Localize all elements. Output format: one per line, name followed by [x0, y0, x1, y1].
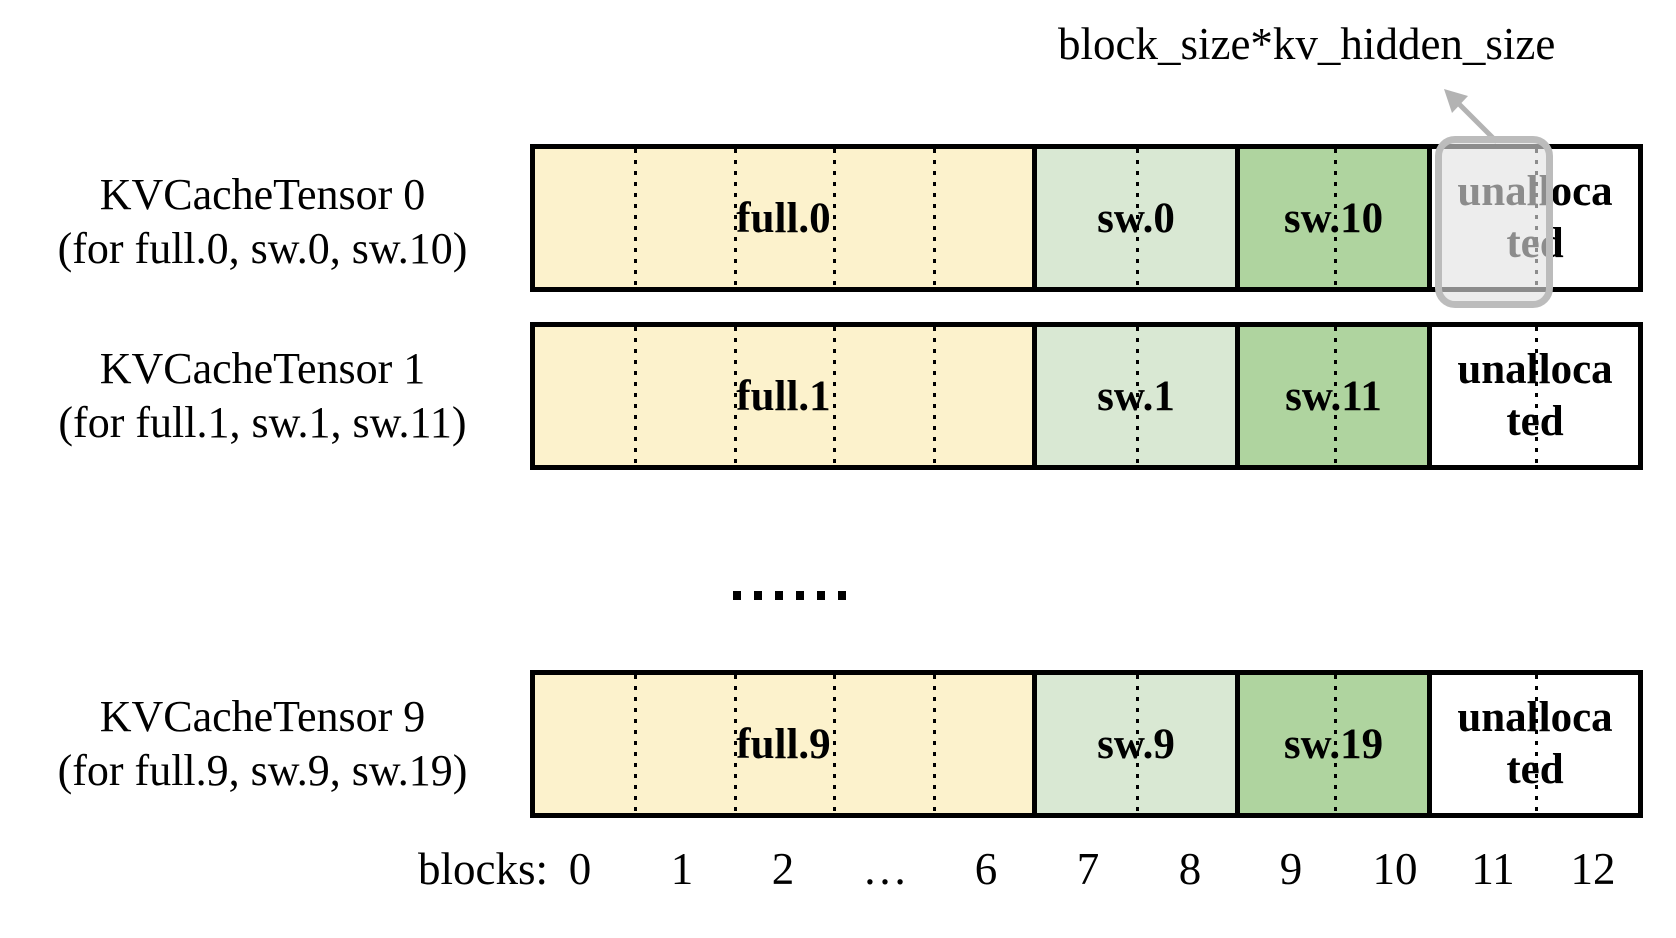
block-divider — [733, 675, 737, 813]
axis-tick-11: 11 — [1471, 844, 1515, 894]
segment-full-9: full.9 — [535, 675, 1032, 813]
segment-label: sw.10 — [1283, 194, 1384, 242]
block-divider — [1136, 149, 1139, 287]
block-divider — [833, 675, 837, 813]
tensor-1-subtitle: (for full.1, sw.1, sw.11) — [58, 398, 467, 447]
block-divider — [634, 675, 638, 813]
segment-sw-0: sw.0 — [1037, 149, 1235, 287]
block-divider — [833, 149, 837, 287]
axis-tick-8: 8 — [1178, 844, 1202, 894]
rows-ellipsis — [733, 591, 846, 600]
segment-label: full.9 — [736, 720, 831, 768]
segment-label: sw.11 — [1285, 372, 1382, 420]
axis-tick-ellipsis: … — [862, 844, 908, 894]
segment-label: sw.1 — [1097, 372, 1175, 420]
tensor-1-title: KVCacheTensor 1 — [99, 344, 426, 393]
segment-full-1: full.1 — [535, 327, 1032, 465]
tensor-9-title: KVCacheTensor 9 — [99, 692, 426, 741]
axis-tick-12: 12 — [1570, 844, 1616, 894]
unallocated-label: unalloca ted — [1457, 694, 1613, 793]
block-divider — [634, 149, 638, 287]
annotation-block-size: block_size*kv_hidden_size — [1058, 19, 1556, 69]
axis-tick-2: 2 — [771, 844, 795, 894]
row-label-tensor-0: KVCacheTensor 0 (for full.0, sw.0, sw.10… — [10, 168, 515, 276]
block-divider — [1333, 149, 1337, 287]
segment-unallocated-9: unalloca ted — [1432, 675, 1638, 813]
axis-tick-9: 9 — [1279, 844, 1303, 894]
block-divider — [1333, 675, 1337, 813]
axis-tick-10: 10 — [1372, 844, 1418, 894]
segment-sw-11: sw.11 — [1240, 327, 1427, 465]
block-divider — [1535, 327, 1538, 465]
row-label-tensor-1: KVCacheTensor 1 (for full.1, sw.1, sw.11… — [10, 342, 515, 450]
segment-label: full.0 — [736, 194, 831, 242]
block-divider — [1136, 675, 1139, 813]
segment-sw-1: sw.1 — [1037, 327, 1235, 465]
axis-tick-7: 7 — [1076, 844, 1100, 894]
tensor-bar-9: full.9 sw.9 sw.19 unalloca ted — [530, 670, 1643, 818]
tensor-0-title: KVCacheTensor 0 — [99, 170, 426, 219]
segment-full-0: full.0 — [535, 149, 1032, 287]
segment-sw-19: sw.19 — [1240, 675, 1427, 813]
block-divider — [932, 327, 936, 465]
block-divider — [932, 149, 936, 287]
block-divider — [1136, 327, 1139, 465]
block-divider — [932, 675, 936, 813]
block-divider — [733, 327, 737, 465]
row-label-tensor-9: KVCacheTensor 9 (for full.9, sw.9, sw.19… — [10, 690, 515, 798]
axis-tick-0: 0 — [568, 844, 592, 894]
unallocated-label: unalloca ted — [1457, 346, 1613, 445]
block-divider — [634, 327, 638, 465]
segment-sw-9: sw.9 — [1037, 675, 1235, 813]
segment-label: sw.0 — [1097, 194, 1175, 242]
segment-label: sw.9 — [1097, 720, 1175, 768]
block-divider — [1333, 327, 1337, 465]
block-divider — [733, 149, 737, 287]
segment-sw-10: sw.10 — [1240, 149, 1427, 287]
axis-title-blocks: blocks: — [418, 844, 548, 894]
segment-label: full.1 — [736, 372, 831, 420]
tensor-bar-1: full.1 sw.1 sw.11 unalloca ted — [530, 322, 1643, 470]
block-divider — [1535, 675, 1538, 813]
segment-label: sw.19 — [1283, 720, 1384, 768]
block-size-highlight — [1435, 136, 1553, 308]
tensor-0-subtitle: (for full.0, sw.0, sw.10) — [57, 224, 468, 273]
segment-unallocated-1: unalloca ted — [1432, 327, 1638, 465]
axis-tick-6: 6 — [974, 844, 998, 894]
block-divider — [833, 327, 837, 465]
tensor-9-subtitle: (for full.9, sw.9, sw.19) — [57, 746, 468, 795]
axis-tick-1: 1 — [670, 844, 694, 894]
